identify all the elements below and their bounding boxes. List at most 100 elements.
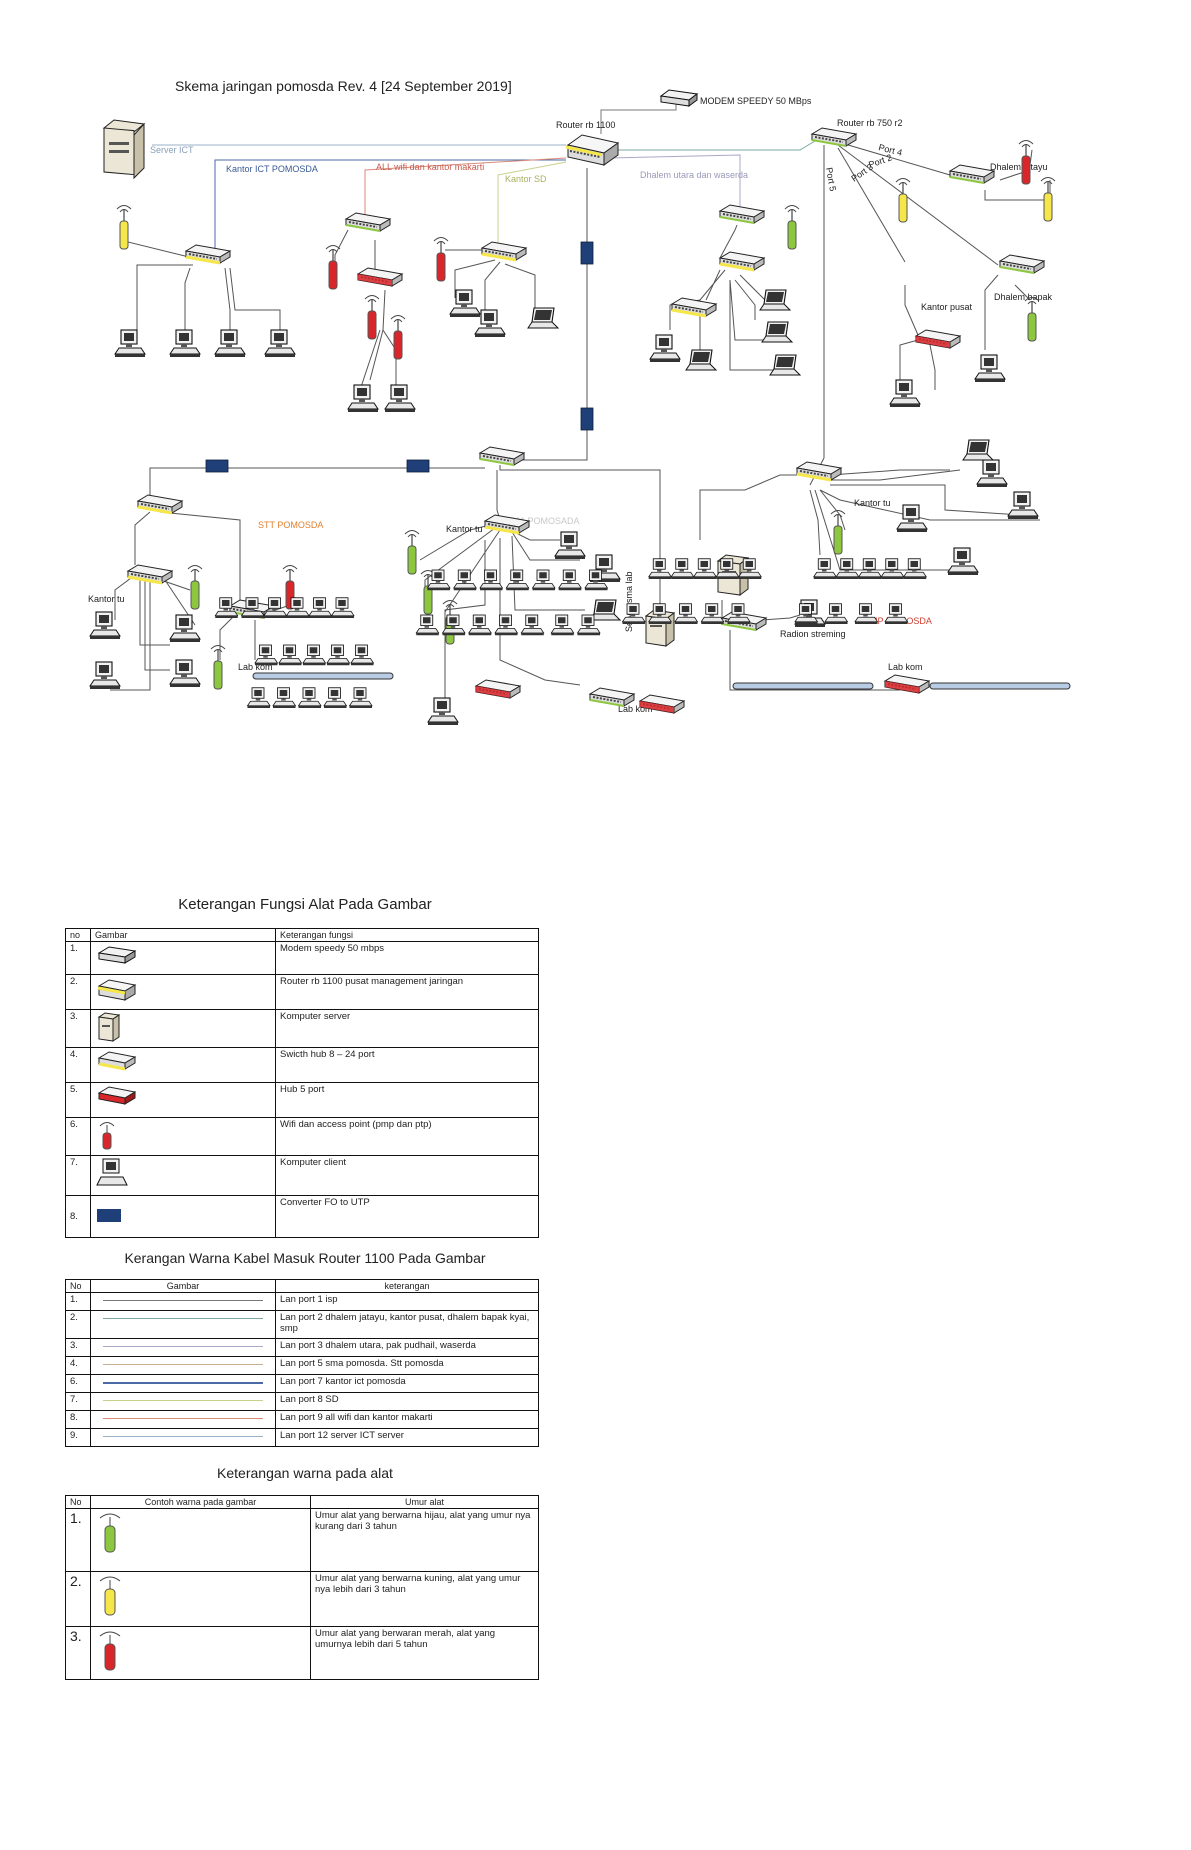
table-row: 2. Router rb 1100 pusat management jarin… [65,974,539,1010]
modem-icon [90,941,276,975]
row-no: 7. [65,1155,91,1196]
radion-label: Radion streming [780,629,846,639]
table-row: 1. Umur alat yang berwarna hijau, alat y… [65,1508,539,1572]
wifi-icons-yellow [116,176,1056,250]
kabel-header-row: No Gambar keterangan [65,1279,539,1293]
kabel-table: No Gambar keterangan 1. Lan port 1 isp 2… [65,1279,539,1447]
cable-isp [600,102,677,134]
wifi-icons-red [282,139,1034,610]
cable-sample [90,1310,276,1339]
table-row: 7. Komputer client [65,1155,539,1196]
kabel-header-keterangan: keterangan [275,1279,539,1293]
server-icon [90,1009,276,1048]
row-no: 2. [65,974,91,1010]
port3-label: Port 3 [849,162,874,184]
switch-dhalem-jatayu [949,164,995,184]
router-rb750-label: Router rb 750 r2 [837,118,903,128]
cable-sample [90,1292,276,1311]
row-no: 1. [65,941,91,975]
row-no: 1. [65,1508,91,1572]
lab-kom-sma-label: Lab kom [618,704,653,714]
row-no: 7. [65,1392,91,1411]
row-text: Lan port 12 server ICT server [275,1428,539,1447]
row-no: 3. [65,1338,91,1357]
row-no: 3. [65,1009,91,1048]
warna-header-contoh: Contoh warna pada gambar [90,1495,311,1509]
dhalem-jatayu-label: Dhalem jatayu [990,162,1048,172]
fungsi-header-row: no Gambar Keterangan fungsi [65,928,539,942]
row-text: Umur alat yang berwarna kuning, alat yan… [310,1571,539,1627]
cable-dhalem-utara [609,154,741,208]
cable-sample [90,1356,276,1375]
lab-kom-stt-label: Lab kom [238,662,273,672]
row-text: Router rb 1100 pusat management jaringan [275,974,539,1010]
hub-sma-lab-1 [475,679,521,699]
hub-smp-lab [884,674,930,694]
server-ict [102,119,146,180]
table-row: 9. Lan port 12 server ICT server [65,1428,539,1447]
dhalem-bapak-label: Dhalem bapak [994,292,1053,302]
kantor-tu-smp-label: Kantor tu [854,498,891,508]
fungsi-header-keterangan: Keterangan fungsi [275,928,539,942]
row-text: Wifi dan access point (pmp dan ptp) [275,1117,539,1156]
row-text: Converter FO to UTP [275,1195,539,1238]
warna-title: Keterangan warna pada alat [217,1465,393,1481]
switch-fo-junction [479,446,525,466]
diagram-title: Skema jaringan pomosda Rev. 4 [24 Septem… [175,78,512,94]
switch-smp-top [796,461,842,482]
modem-device [659,89,699,107]
row-text: Umur alat yang berwaran merah, alat yang… [310,1626,539,1680]
kantor-sd-label: Kantor SD [505,174,547,184]
hub-sma-lab-2 [639,694,685,714]
table-row: 4. Swicth hub 8 – 24 port [65,1047,539,1083]
row-no: 2. [65,1571,91,1627]
server-ict-label: Server ICT [150,145,194,155]
row-no: 3. [65,1626,91,1680]
row-text: Lan port 1 isp [275,1292,539,1311]
cable-sample [90,1410,276,1429]
row-no: 8. [65,1410,91,1429]
fungsi-title: Keterangan Fungsi Alat Pada Gambar [178,896,432,913]
row-text: Modem speedy 50 mbps [275,941,539,975]
row-text: Lan port 3 dhalem utara, pak pudhail, wa… [275,1338,539,1357]
table-row: 4. Lan port 5 sma pomosda. Stt pomosda [65,1356,539,1375]
wifi-red-icon [90,1626,311,1680]
switch-dhalem-utara-3 [671,297,717,318]
wifi-green-icon [90,1508,311,1572]
kantor-tu-sma-label: Kantor tu [446,524,483,534]
wifi-icons-green [187,204,1040,690]
cable-sample [90,1428,276,1447]
computer-icon [90,1155,276,1196]
row-text: Lan port 9 all wifi dan kantor makarti [275,1410,539,1429]
port5-label: Port 5 [824,167,838,192]
kabel-title: Kerangan Warna Kabel Masuk Router 1100 P… [124,1250,486,1266]
row-no: 5. [65,1082,91,1118]
wifi-yellow-icon [90,1571,311,1627]
kantor-tu-stt-label: Kantor tu [88,594,125,604]
fo-converters [205,241,594,473]
switch-smp-lab [721,611,767,631]
table-row: 8. Lan port 9 all wifi dan kantor makart… [65,1410,539,1429]
kabel-header-no: No [65,1279,91,1293]
client-computers [89,289,1039,726]
warna-header-umur: Umur alat [310,1495,539,1509]
wifi-icon [90,1117,276,1156]
row-text: Lan port 7 kantor ict pomosda [275,1374,539,1393]
kantor-ict-label: Kantor ICT POMOSDA [226,164,318,174]
cable-sample [90,1374,276,1393]
table-row: 3. Umur alat yang berwaran merah, alat y… [65,1626,539,1680]
table-row: 5. Hub 5 port [65,1082,539,1118]
row-no: 6. [65,1374,91,1393]
table-row: 2. Lan port 2 dhalem jatayu, kantor pusa… [65,1310,539,1339]
row-text: Komputer client [275,1155,539,1196]
switch-dhalem-utara-2 [719,251,765,272]
network-diagram: Skema jaringan pomosda Rev. 4 [24 Septem… [88,78,1071,726]
row-no: 6. [65,1117,91,1156]
row-no: 2. [65,1310,91,1339]
hub-icon [90,1082,276,1118]
kantor-pusat-label: Kantor pusat [921,302,973,312]
table-row: 1. Modem speedy 50 mbps [65,941,539,975]
dhalem-utara-label: Dhalem utara dan waserda [640,170,748,180]
warna-header-row: No Contoh warna pada gambar Umur alat [65,1495,539,1509]
row-no: 4. [65,1356,91,1375]
